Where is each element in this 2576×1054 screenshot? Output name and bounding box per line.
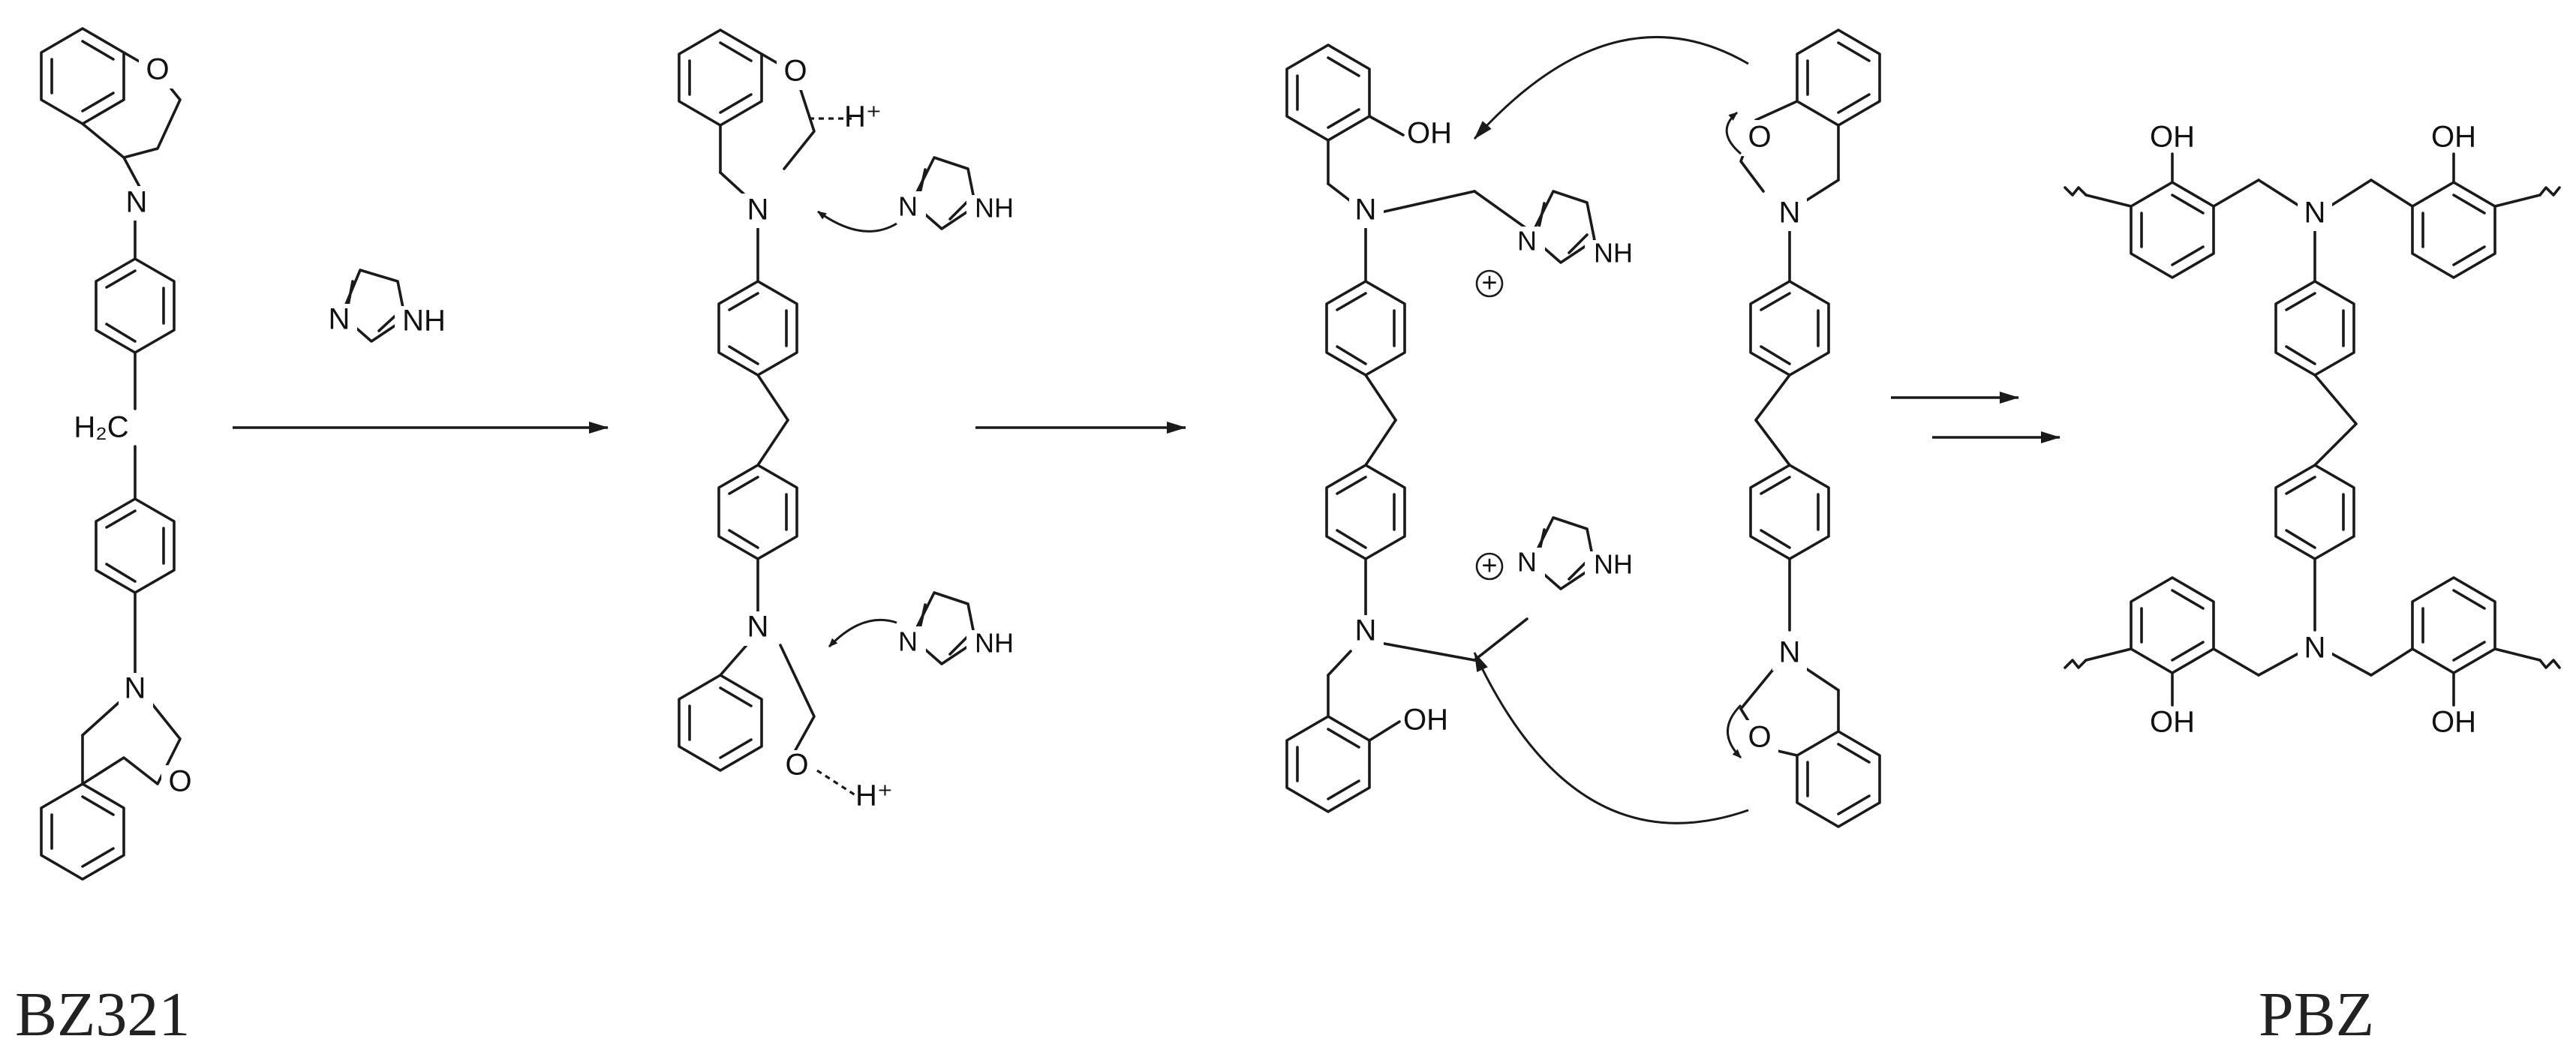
nh-group: NH [975,628,1014,659]
protonated-intermediate: O H⁺ N N O H⁺ N NH N NH [678,29,1020,812]
hydroxyl-group: OH [2150,121,2195,154]
hydroxyl-group: OH [2150,706,2195,739]
ring-opened-intermediate: OH N N OH N NH + N NH + [1285,29,1881,828]
nitrogen-atom: N [1779,197,1801,230]
proton-label: H⁺ [844,101,882,134]
compound-label-pbz: PBZ [2259,980,2374,1049]
bz321-structure: O N H₂C N O [40,27,199,881]
positive-charge-marker [1475,269,1504,298]
positive-charge-marker [1475,552,1504,581]
oxygen-atom: O [168,765,191,798]
hydroxyl-group: OH [1403,704,1448,737]
nitrogen-atom: N [2304,197,2326,230]
nitrogen-atom: N [126,186,148,219]
nitrogen-atom: N [2304,632,2326,665]
nucleophilic-attack-arrow [1473,652,1749,824]
nh-group: NH [1594,238,1633,269]
nucleophilic-attack-arrow [1473,36,1749,140]
nitrogen-atom: N [747,194,769,227]
nitrogen-atom: N [329,303,350,336]
methylene-bridge-label: H₂C [74,411,128,444]
nh-group: NH [975,193,1014,224]
nitrogen-atom: N [898,626,918,657]
nitrogen-atom: N [125,672,146,705]
pbz-polymer-structure: OH OH N N OH OH [2064,121,2561,739]
imidazolium-nitrogen: N [1517,547,1537,578]
hydroxyl-group: OH [2431,706,2476,739]
hydroxyl-group: OH [1407,117,1452,150]
imidazole-reagent: N NH [324,269,452,343]
oxygen-atom: O [146,53,169,86]
nitrogen-atom: N [747,611,769,644]
compound-label-bz321: BZ321 [15,980,190,1049]
nitrogen-atom: N [898,191,918,222]
nh-group: NH [1594,549,1633,580]
nitrogen-atom: N [1779,636,1801,669]
oxygen-atom: O [785,749,808,782]
proton-label: H⁺ [855,779,893,812]
oxygen-atom: O [783,55,807,88]
nitrogen-atom: N [1355,194,1377,227]
nh-group: NH [402,305,446,338]
imidazolium-nitrogen: N [1517,226,1537,257]
hydroxyl-group: OH [2431,121,2476,154]
plus-sign: + [1481,267,1497,298]
oxygen-atom: O [1748,121,1771,154]
plus-sign: + [1481,550,1497,581]
oxygen-atom: O [1748,721,1771,754]
nitrogen-atom: N [1355,614,1377,647]
